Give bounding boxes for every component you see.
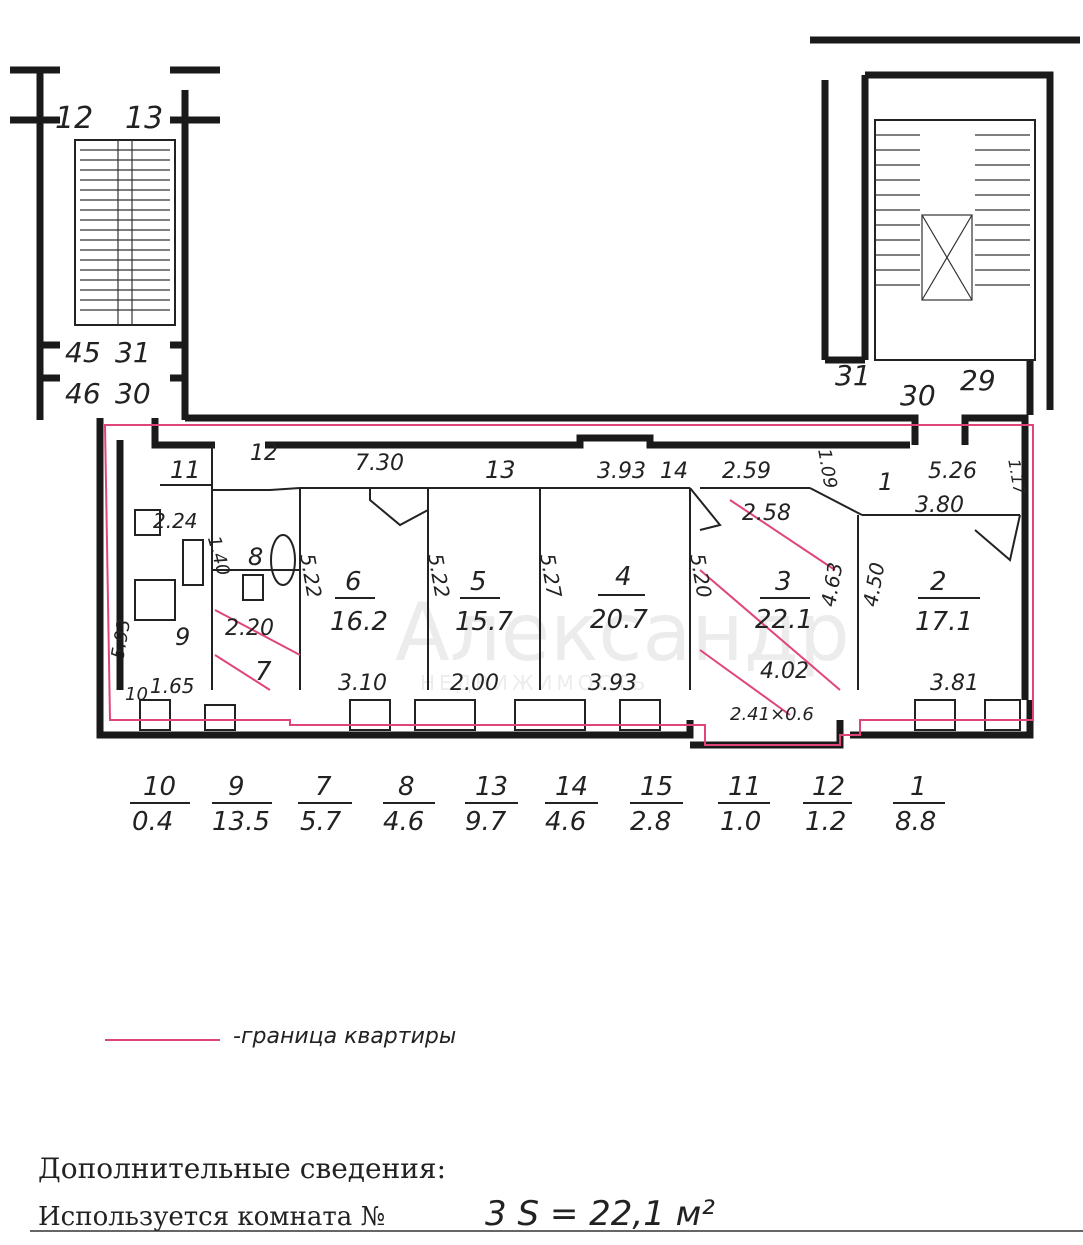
svg-text:3.81: 3.81 <box>930 671 979 696</box>
room-11: 11 <box>170 456 201 484</box>
svg-text:5.93: 5.93 <box>108 618 136 661</box>
room-4: 420.7 <box>590 562 648 635</box>
room-8: 8 <box>248 543 263 571</box>
svg-text:8.8: 8.8 <box>895 807 936 837</box>
svg-text:2.00: 2.00 <box>450 671 499 696</box>
area-cell: 139.7 <box>465 772 518 837</box>
svg-text:7.30: 7.30 <box>355 451 404 476</box>
svg-text:6: 6 <box>345 567 362 597</box>
area-cell: 100.4 <box>130 772 190 837</box>
right-stairwell: 31 30 29 <box>810 36 1080 415</box>
area-cell: 913.5 <box>212 772 272 837</box>
svg-text:2.41×0.6: 2.41×0.6 <box>730 704 814 725</box>
svg-text:13.5: 13.5 <box>212 807 270 837</box>
area-cell: 152.8 <box>630 772 683 837</box>
auxiliary-areas: 100.4 913.5 75.7 84.6 139.7 144.6 152.8 … <box>130 772 945 837</box>
svg-text:5.7: 5.7 <box>300 807 342 837</box>
svg-text:2.24: 2.24 <box>153 509 198 533</box>
used-room-label: Используется комната № <box>38 1202 385 1232</box>
svg-text:13: 13 <box>125 101 163 136</box>
svg-text:46: 46 <box>65 377 101 410</box>
additional-info: Дополнительные сведения: Используется ко… <box>30 1152 1083 1234</box>
svg-text:7: 7 <box>315 772 332 802</box>
svg-text:1.09: 1.09 <box>813 447 841 490</box>
svg-text:12: 12 <box>812 772 845 802</box>
svg-text:4.6: 4.6 <box>545 807 586 837</box>
area-cell: 75.7 <box>298 772 352 837</box>
room-13: 13 <box>485 456 516 484</box>
svg-text:4.50: 4.50 <box>858 561 889 609</box>
svg-text:3: 3 <box>775 567 792 597</box>
room-6: 616.2 <box>330 567 388 637</box>
svg-text:29: 29 <box>960 364 996 397</box>
svg-text:НЕДВИЖИМОСТЬ: НЕДВИЖИМОСТЬ <box>420 671 649 695</box>
svg-text:8: 8 <box>398 772 415 802</box>
svg-text:4.02: 4.02 <box>760 659 809 684</box>
svg-text:10: 10 <box>143 772 176 802</box>
svg-text:17.1: 17.1 <box>915 607 973 637</box>
used-room-value: 3 S = 22,1 м² <box>485 1194 715 1234</box>
room-12: 12 <box>250 441 278 466</box>
svg-text:31: 31 <box>115 336 151 369</box>
svg-text:1.0: 1.0 <box>720 807 761 837</box>
svg-text:12: 12 <box>55 101 93 136</box>
svg-text:11: 11 <box>728 772 761 802</box>
svg-text:14: 14 <box>555 772 588 802</box>
area-cell: 144.6 <box>545 772 598 837</box>
svg-text:2.59: 2.59 <box>722 459 771 484</box>
stair-steps <box>875 134 1030 301</box>
svg-text:4: 4 <box>615 562 632 592</box>
svg-text:45: 45 <box>65 336 101 369</box>
area-cell: 121.2 <box>803 772 852 837</box>
svg-text:1: 1 <box>910 772 927 802</box>
room-5: 515.7 <box>455 567 513 637</box>
left-stairwell: 12 13 45 31 46 30 <box>10 66 220 420</box>
svg-text:1.2: 1.2 <box>805 807 846 837</box>
room-3: 322.1 <box>755 567 813 635</box>
room-9: 9 <box>175 623 190 651</box>
svg-text:9: 9 <box>228 772 245 802</box>
svg-text:4.6: 4.6 <box>383 807 424 837</box>
area-cell: 84.6 <box>383 772 435 837</box>
svg-text:30: 30 <box>115 377 151 410</box>
svg-text:31: 31 <box>835 359 871 392</box>
svg-text:9.7: 9.7 <box>465 807 507 837</box>
svg-text:3.93: 3.93 <box>588 671 637 696</box>
legend: -граница квартиры <box>105 1024 456 1049</box>
room-2: 217.1 <box>915 567 980 637</box>
room-10: 10 <box>125 684 148 705</box>
svg-text:1.40: 1.40 <box>203 534 234 578</box>
svg-text:2.58: 2.58 <box>742 501 791 526</box>
svg-text:16.2: 16.2 <box>330 607 388 637</box>
svg-text:22.1: 22.1 <box>755 605 813 635</box>
svg-text:13: 13 <box>475 772 508 802</box>
svg-text:2.20: 2.20 <box>225 616 274 641</box>
apartment-boundary <box>103 424 1034 746</box>
legend-label: -граница квартиры <box>233 1024 456 1049</box>
partitions <box>134 445 1021 690</box>
svg-text:3.80: 3.80 <box>915 493 964 518</box>
svg-text:20.7: 20.7 <box>590 605 648 635</box>
room-14: 14 <box>660 459 688 484</box>
svg-text:15: 15 <box>640 772 673 802</box>
info-heading: Дополнительные сведения: <box>38 1152 446 1185</box>
svg-text:15.7: 15.7 <box>455 607 513 637</box>
svg-text:5.26: 5.26 <box>928 459 977 484</box>
svg-text:3.10: 3.10 <box>338 671 387 696</box>
area-cell: 18.8 <box>893 772 945 837</box>
svg-text:2: 2 <box>930 567 947 597</box>
svg-text:5: 5 <box>470 567 487 597</box>
area-cell: 111.0 <box>718 772 770 837</box>
used-room-hatch <box>214 499 841 716</box>
svg-text:3.93: 3.93 <box>597 459 646 484</box>
room-labels: 616.2 515.7 420.7 322.1 217.1 9 7 8 11 1… <box>125 441 980 705</box>
svg-text:1.65: 1.65 <box>150 674 195 698</box>
room-1: 1 <box>878 468 893 496</box>
room-7: 7 <box>255 657 272 687</box>
svg-text:0.4: 0.4 <box>132 807 173 837</box>
svg-text:2.8: 2.8 <box>630 807 671 837</box>
stair-steps <box>80 140 170 325</box>
svg-text:30: 30 <box>900 379 936 412</box>
